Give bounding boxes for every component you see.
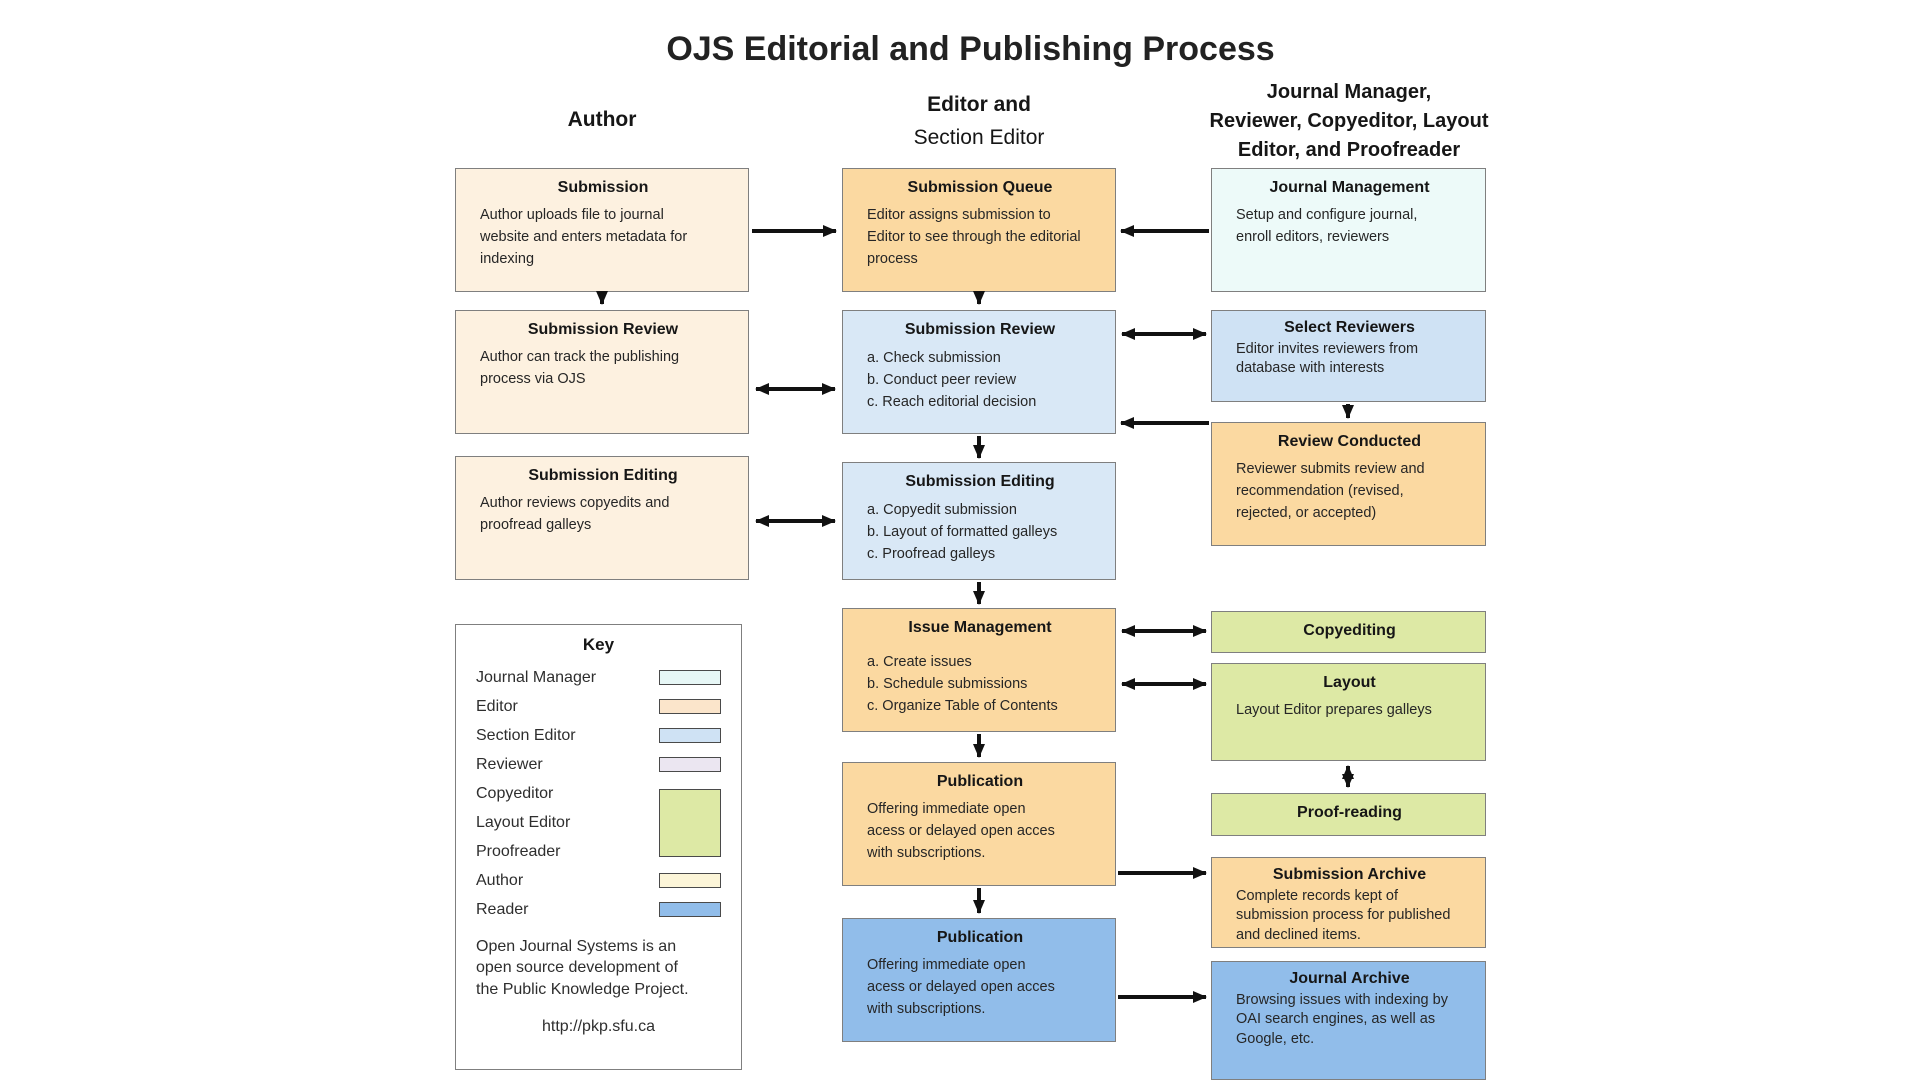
box-review-conducted: Review Conducted Reviewer submits review… xyxy=(1211,422,1486,546)
box-editor-submission-review: Submission Review a. Check submission b.… xyxy=(842,310,1116,434)
legend-label: Reader xyxy=(476,900,529,918)
column-header-manager-line2: Reviewer, Copyeditor, Layout xyxy=(1209,110,1489,132)
legend-swatch-reader xyxy=(659,902,721,917)
column-header-manager-line1: Journal Manager, xyxy=(1266,81,1432,103)
column-header-editor: Editor and Section Editor xyxy=(842,88,1116,154)
legend-label: Copyeditor xyxy=(476,785,554,802)
legend-note: Open Journal Systems is an open source d… xyxy=(476,938,689,998)
legend-label: Layout Editor xyxy=(476,814,571,831)
box-copyediting: Copyediting xyxy=(1211,611,1486,653)
box-proofreading-title: Proof-reading xyxy=(1297,804,1402,821)
box-editor-submission-editing-title: Submission Editing xyxy=(905,473,1055,490)
list-item: c. Reach editorial decision xyxy=(867,394,1037,411)
page-title: OJS Editorial and Publishing Process xyxy=(666,30,1275,68)
legend-title: Key xyxy=(582,635,615,654)
box-proofreading: Proof-reading xyxy=(1211,793,1486,836)
box-submission-archive-body: Complete records kept of submission proc… xyxy=(1236,888,1451,943)
legend-label: Editor xyxy=(476,697,518,715)
box-issue-management-body: a. Create issues b. Schedule submissions… xyxy=(867,651,1093,717)
legend-swatch-section-editor xyxy=(659,728,721,743)
legend-label: Author xyxy=(476,871,524,889)
legend-swatch-journal-manager xyxy=(659,670,721,685)
box-select-reviewers-body: Editor invites reviewers from database w… xyxy=(1236,341,1419,377)
box-select-reviewers: Select Reviewers Editor invites reviewer… xyxy=(1211,310,1486,402)
box-journal-archive: Journal Archive Browsing issues with ind… xyxy=(1211,961,1486,1080)
box-submission-queue-title: Submission Queue xyxy=(907,179,1053,196)
box-author-submission-body: Author uploads file to journal website a… xyxy=(480,207,688,267)
legend-row-author: Author xyxy=(476,866,721,895)
box-submission-queue: Submission Queue Editor assigns submissi… xyxy=(842,168,1116,292)
box-author-submission-title: Submission xyxy=(557,179,649,196)
legend-row-reader: Reader xyxy=(476,895,721,924)
legend-swatch-author xyxy=(659,873,721,888)
list-item: a. Copyedit submission xyxy=(867,502,1017,518)
legend-group-labels: Copyeditor Layout Editor Proofreader xyxy=(476,779,570,866)
column-header-manager-line3: Editor, and Proofreader xyxy=(1237,139,1461,161)
box-layout: Layout Layout Editor prepares galleys xyxy=(1211,663,1486,761)
box-submission-queue-body: Editor assigns submission to Editor to s… xyxy=(867,207,1081,267)
legend-swatch-copyeditor-group xyxy=(659,788,721,857)
box-journal-management: Journal Management Setup and configure j… xyxy=(1211,168,1486,292)
legend-row-journal-manager: Journal Manager xyxy=(476,663,721,692)
list-item: a. Create issues xyxy=(867,654,972,670)
box-publication-reader-body: Offering immediate open acess or delayed… xyxy=(867,957,1055,1017)
column-header-editor-line2: Section Editor xyxy=(913,126,1045,149)
box-journal-archive-body: Browsing issues with indexing by OAI sea… xyxy=(1236,992,1448,1047)
box-author-submission-editing-title: Submission Editing xyxy=(528,467,678,484)
box-submission-archive-title: Submission Archive xyxy=(1272,866,1427,883)
box-publication-open: Publication Offering immediate open aces… xyxy=(842,762,1116,886)
column-header-manager: Journal Manager, Reviewer, Copyeditor, L… xyxy=(1198,78,1500,165)
list-item: a. Check submission xyxy=(867,350,1001,366)
box-publication-open-body: Offering immediate open acess or delayed… xyxy=(867,801,1055,861)
legend-swatch-editor xyxy=(659,699,721,714)
legend-row-section-editor: Section Editor xyxy=(476,721,721,750)
legend-row-reviewer: Reviewer xyxy=(476,750,721,779)
box-author-submission-review: Submission Review Author can track the p… xyxy=(455,310,749,434)
box-author-submission-review-title: Submission Review xyxy=(527,321,679,338)
box-layout-body: Layout Editor prepares galleys xyxy=(1236,702,1432,718)
box-layout-title: Layout xyxy=(1323,674,1376,691)
box-journal-archive-title: Journal Archive xyxy=(1289,970,1410,987)
box-author-submission: Submission Author uploads file to journa… xyxy=(455,168,749,292)
box-editor-submission-editing-body: a. Copyedit submission b. Layout of form… xyxy=(867,499,1093,565)
list-item: b. Conduct peer review xyxy=(867,372,1017,389)
box-submission-archive: Submission Archive Complete records kept… xyxy=(1211,857,1486,948)
legend-row-editor: Editor xyxy=(476,692,721,721)
list-item: c. Proofread galleys xyxy=(867,546,996,563)
box-editor-submission-editing: Submission Editing a. Copyedit submissio… xyxy=(842,462,1116,580)
legend-row-copyeditor-group: Copyeditor Layout Editor Proofreader xyxy=(476,779,721,866)
box-publication-open-title: Publication xyxy=(936,773,1024,790)
box-issue-management-title: Issue Management xyxy=(908,619,1052,636)
box-review-conducted-title: Review Conducted xyxy=(1277,433,1422,450)
box-review-conducted-body: Reviewer submits review and recommendati… xyxy=(1236,461,1425,521)
legend-label: Reviewer xyxy=(476,755,543,773)
legend: Key Journal Manager Editor Section Edito… xyxy=(455,624,742,1070)
box-author-submission-review-body: Author can track the publishing process … xyxy=(480,349,680,387)
list-item: c. Organize Table of Contents xyxy=(867,698,1058,715)
list-item: b. Layout of formatted galleys xyxy=(867,524,1058,541)
box-publication-reader: Publication Offering immediate open aces… xyxy=(842,918,1116,1042)
box-author-submission-editing: Submission Editing Author reviews copyed… xyxy=(455,456,749,580)
box-issue-management: Issue Management a. Create issues b. Sch… xyxy=(842,608,1116,732)
legend-url: http://pkp.sfu.ca xyxy=(542,1017,655,1035)
box-author-submission-editing-body: Author reviews copyedits and proofread g… xyxy=(480,495,670,533)
column-header-author: Author xyxy=(567,108,637,131)
box-editor-submission-review-body: a. Check submission b. Conduct peer revi… xyxy=(867,347,1093,413)
box-editor-submission-review-title: Submission Review xyxy=(904,321,1056,338)
list-item: b. Schedule submissions xyxy=(867,676,1028,693)
legend-swatch-reviewer xyxy=(659,757,721,772)
legend-label: Section Editor xyxy=(476,726,576,744)
legend-label: Journal Manager xyxy=(476,668,597,686)
legend-label: Proofreader xyxy=(476,843,561,860)
box-journal-management-title: Journal Management xyxy=(1269,179,1430,196)
box-select-reviewers-title: Select Reviewers xyxy=(1284,319,1415,336)
box-publication-reader-title: Publication xyxy=(936,929,1024,946)
column-header-editor-line1: Editor and xyxy=(927,93,1031,116)
box-copyediting-title: Copyediting xyxy=(1303,622,1396,639)
box-journal-management-body: Setup and configure journal, enroll edit… xyxy=(1236,207,1418,245)
